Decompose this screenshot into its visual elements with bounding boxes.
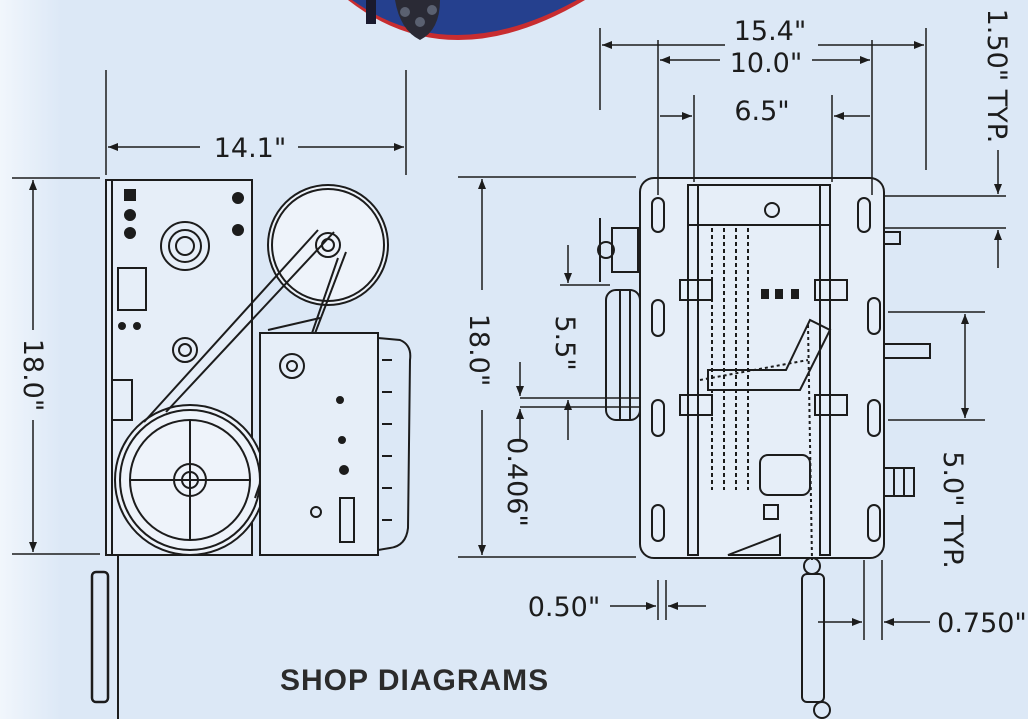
front-view-drawing: [597, 177, 931, 719]
side-view-drawing: [90, 179, 412, 719]
front-view-dimensions: [458, 28, 1006, 640]
dim-slot-width: 0.50": [528, 592, 601, 623]
dim-height-side: 18.0": [17, 339, 48, 412]
dim-shaft-offset: 6.5": [734, 96, 789, 127]
dim-sprocket-offset: 0.406": [501, 437, 532, 527]
dim-sprocket-height: 5.5": [549, 315, 580, 370]
dim-overall-width-front: 15.4": [734, 16, 807, 47]
dim-width-side: 14.1": [214, 133, 287, 164]
dim-width-front: 10.0": [730, 48, 803, 79]
product-badge-icon: [348, 0, 585, 40]
dim-slot-spacing-top: 1.50" TYP.: [981, 9, 1012, 144]
page-title: SHOP DIAGRAMS: [280, 664, 550, 697]
side-view-dimensions: [12, 70, 407, 555]
dim-height-front: 18.0": [463, 314, 494, 387]
dim-slot-spacing: 5.0" TYP.: [937, 451, 968, 569]
dim-edge-offset: 0.750": [937, 608, 1027, 639]
